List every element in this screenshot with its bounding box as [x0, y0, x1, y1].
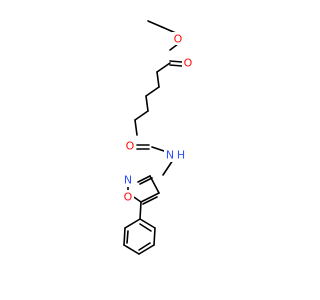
- amide-n-bg: [164, 149, 177, 162]
- bond-chain-2: [156, 71, 160, 88]
- bond-chain-4: [145, 95, 149, 112]
- bond-ph-2: [123, 227, 126, 246]
- structure-canvas: O O O N H N O: [122, 20, 194, 255]
- bond-ester-carbonyl-double-b: [169, 64, 183, 67]
- bond-c4-c5: [140, 192, 160, 203]
- bond-chain-3: [145, 86, 160, 97]
- bond-ph-double-a: [126, 230, 129, 244]
- isoxazole-o-bg: [122, 190, 134, 203]
- amide-carbonyl-o-bg: [124, 139, 136, 152]
- bond-ph-double-b: [138, 242, 151, 251]
- methoxy-oxygen-label: O: [174, 33, 183, 46]
- bond-chain-6: [134, 119, 138, 136]
- amide-carbonyl-oxygen-label: O: [126, 140, 135, 153]
- bond-c3-n-double: [139, 177, 153, 185]
- bond-chain-5: [134, 110, 149, 121]
- bond-ph-3: [123, 244, 140, 255]
- bond-c3-n: [137, 175, 151, 183]
- bond-c5-phenyl: [139, 201, 142, 220]
- isoxazole-nitrogen-label: N: [124, 174, 132, 187]
- bond-ester-carbonyl-double-a: [169, 60, 183, 63]
- isoxazole-oxygen-label: O: [124, 191, 133, 204]
- methoxy-o-bg: [172, 32, 184, 45]
- bond-methyl: [147, 20, 163, 28]
- bond-chain-1: [156, 62, 171, 73]
- isoxazole-n-bg: [122, 174, 135, 187]
- bond-c4-c5-double: [142, 196, 158, 205]
- molecule-drawing: O O O N H N O: [122, 20, 194, 255]
- bond-c3-c4: [149, 175, 160, 194]
- amide-hydrogen-label: H: [177, 149, 185, 162]
- bond-ph-double-c: [139, 223, 152, 232]
- bond-ph-1: [124, 218, 141, 229]
- bond-ph-5: [153, 227, 156, 246]
- bond-ph-6: [139, 218, 156, 229]
- bond-ph-4: [138, 244, 155, 255]
- amide-nitrogen-label: N: [166, 149, 174, 162]
- ester-carbonyl-oxygen-label: O: [184, 57, 193, 70]
- ester-carbonyl-o-bg: [182, 56, 194, 69]
